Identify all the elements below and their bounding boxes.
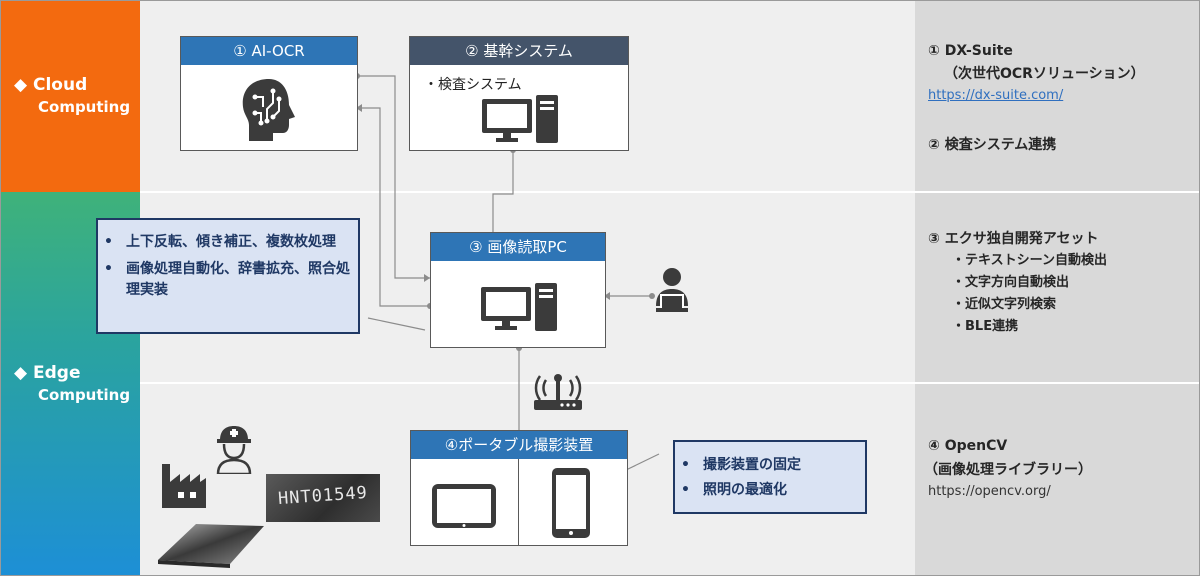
exa-assets-list: ・テキストシーン自動検出 ・文字方向自動検出 ・近似文字列検索 ・BLE連携 [952, 250, 1107, 338]
note-item-text: 撮影装置の固定 [703, 457, 801, 473]
cloud-band-sub: Computing [38, 98, 131, 116]
asset-bullet: ・ [952, 297, 966, 312]
steel-plate-icon [158, 524, 264, 568]
portable-camera-box: ④ポータブル撮影装置 [410, 430, 628, 546]
right-panel [915, 0, 1200, 576]
exa-assets-title: ③ エクサ独自開発アセット [928, 231, 1099, 247]
user-laptop-icon [656, 268, 688, 312]
cloud-band-title: ◆ Cloud [14, 75, 88, 95]
asset-bullet: ・ [952, 319, 966, 334]
note-item-text: 照明の最適化 [703, 482, 787, 498]
note-bullet: • [104, 261, 113, 277]
desktop-computer-icon [482, 95, 558, 143]
marked-steel-photo: HNT01549 [266, 474, 380, 522]
wifi-router-icon [534, 374, 582, 410]
kikan-system-box: ② 基幹システム ・検査システム [409, 36, 629, 151]
opencv-title: ④ OpenCV [928, 438, 1008, 454]
asset-bullet: ・ [952, 253, 966, 268]
portable-box-divider [518, 459, 519, 545]
kikan-system-item: ・検査システム [424, 77, 522, 93]
image-reader-pc-box: ③ 画像読取PC [430, 232, 606, 348]
exa-asset-item: ・テキストシーン自動検出 [952, 250, 1107, 272]
note-item: • 撮影装置の固定 [675, 455, 865, 476]
note-bullet: • [681, 457, 690, 473]
note-bullet: • [681, 482, 690, 498]
tablet-icon [432, 484, 496, 528]
note-item-text: 画像処理自動化、辞書拡充、照合処理実装 [126, 261, 350, 298]
exa-asset-item: ・BLE連携 [952, 316, 1107, 338]
factory-icon [162, 464, 206, 508]
worker-helmet-icon [216, 426, 252, 474]
opencv-link[interactable]: https://opencv.org/ [928, 484, 1051, 499]
inspection-system-title: ② 検査システム連携 [928, 137, 1057, 153]
dxsuite-title: ① DX-Suite [928, 43, 1013, 59]
desktop-computer-icon [481, 283, 557, 331]
pc-processing-note: • 上下反転、傾き補正、複数枚処理 • 画像処理自動化、辞書拡充、照合処理実装 [96, 218, 360, 334]
note-bullet: • [104, 234, 113, 250]
ai-ocr-title: ① AI-OCR [181, 37, 357, 65]
note-item: • 上下反転、傾き補正、複数枚処理 [98, 232, 358, 253]
brain-circuit-icon [242, 79, 295, 141]
exa-asset-item: ・近似文字列検索 [952, 294, 1107, 316]
portable-camera-title: ④ポータブル撮影装置 [411, 431, 627, 459]
asset-bullet: ・ [952, 275, 966, 290]
dxsuite-link[interactable]: https://dx-suite.com/ [928, 88, 1064, 103]
ai-ocr-box: ① AI-OCR [180, 36, 358, 151]
smartphone-icon [552, 468, 590, 538]
edge-band-title: ◆ Edge [14, 363, 81, 383]
cloud-edge-divider [140, 191, 1200, 193]
asset-text: テキストシーン自動検出 [965, 253, 1107, 268]
edge-band-sub: Computing [38, 386, 131, 404]
exa-asset-item: ・文字方向自動検出 [952, 272, 1107, 294]
asset-text: 文字方向自動検出 [965, 275, 1070, 290]
asset-text: BLE連携 [965, 319, 1019, 334]
opencv-subtitle: （画像処理ライブラリー） [924, 462, 1092, 478]
cloud-band: ◆ Cloud Computing [0, 0, 140, 192]
note-item: • 照明の最適化 [675, 480, 865, 501]
kikan-system-title: ② 基幹システム [410, 37, 628, 65]
dxsuite-subtitle: （次世代OCRソリューション） [944, 66, 1145, 82]
asset-text: 近似文字列検索 [965, 297, 1057, 312]
edge-divider [140, 382, 1200, 384]
portable-device-note: • 撮影装置の固定 • 照明の最適化 [673, 440, 867, 514]
note-item: • 画像処理自動化、辞書拡充、照合処理実装 [98, 259, 358, 301]
note-item-text: 上下反転、傾き補正、複数枚処理 [126, 234, 336, 250]
image-reader-pc-title: ③ 画像読取PC [431, 233, 605, 261]
